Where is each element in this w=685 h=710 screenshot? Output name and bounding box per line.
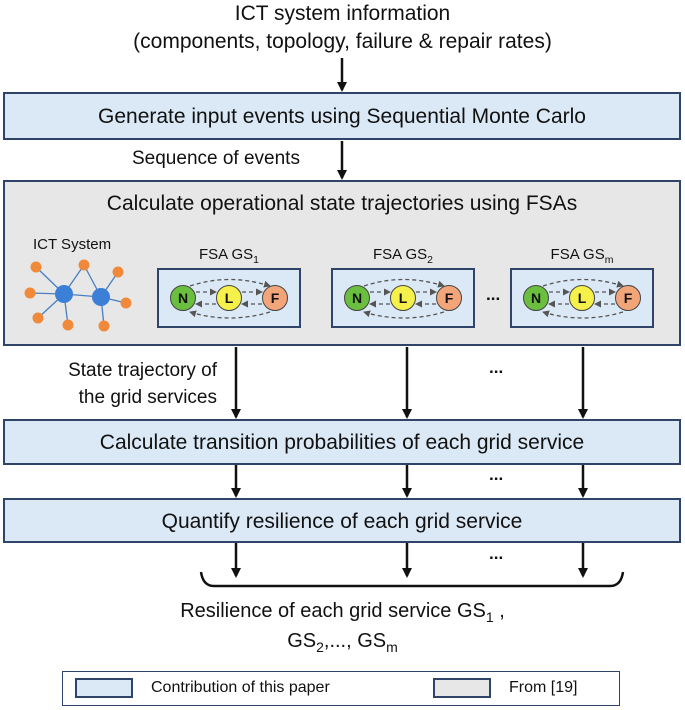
step-generate-events-label: Generate input events using Sequential M… [98, 105, 586, 128]
fsa-transitions [189, 278, 624, 319]
header-line1: ICT system information [234, 2, 451, 25]
result-line1: Resilience of each grid service GS1 , [180, 600, 505, 625]
result-bracket [199, 571, 625, 588]
trajectory-ellipsis: ... [489, 358, 504, 377]
fsa-gs2-node-l: L [390, 285, 416, 311]
fsa-gs1-label: FSA GS1 [198, 246, 260, 266]
step-transition-probabilities-box: Calculate transition probabilities of ea… [3, 419, 681, 465]
step-quantify-resilience-box: Quantify resilience of each grid service [3, 498, 681, 543]
fsa-gs1-node-n: N [170, 285, 196, 311]
step-state-trajectories-label: Calculate operational state trajectories… [106, 192, 578, 215]
legend-swatch-contribution [75, 678, 133, 698]
state-trajectory-line2: the grid services [78, 387, 217, 408]
sequence-of-events-label: Sequence of events [132, 148, 300, 169]
fsa-gs1-node-f: F [262, 285, 288, 311]
fsa-gs1-node-l: L [216, 285, 242, 311]
resilience-ellipsis: ... [489, 544, 504, 563]
fsa-ellipsis: ... [486, 285, 501, 304]
legend-contribution-label: Contribution of this paper [151, 679, 330, 696]
step-generate-events-box: Generate input events using Sequential M… [3, 92, 681, 140]
legend-from-label: From [19] [509, 679, 578, 696]
header-line2: (components, topology, failure & repair … [133, 30, 552, 53]
fsa-gsm-node-n: N [523, 285, 549, 311]
fsa-gsm-label: FSA GSm [550, 246, 614, 266]
fsa-gs2-node-f: F [436, 285, 462, 311]
ict-system-nodes [24, 259, 132, 332]
step-transition-probabilities-label: Calculate transition probabilities of ea… [99, 431, 585, 454]
legend: Contribution of this paper From [19] [62, 671, 620, 706]
fsa-gs2-label: FSA GS2 [372, 246, 434, 266]
state-trajectory-line1: State trajectory of [68, 360, 217, 381]
ict-system-label: ICT System [33, 236, 112, 253]
probability-ellipsis: ... [489, 465, 504, 484]
fsa-gsm-node-f: F [615, 285, 641, 311]
step-quantify-resilience-label: Quantify resilience of each grid service [161, 510, 523, 533]
fsa-gsm-node-l: L [569, 285, 595, 311]
ict-system-graph [29, 264, 127, 327]
result-line2: GS2,..., GSm [287, 630, 398, 655]
fsa-gs2-node-n: N [344, 285, 370, 311]
legend-swatch-from [433, 678, 491, 698]
